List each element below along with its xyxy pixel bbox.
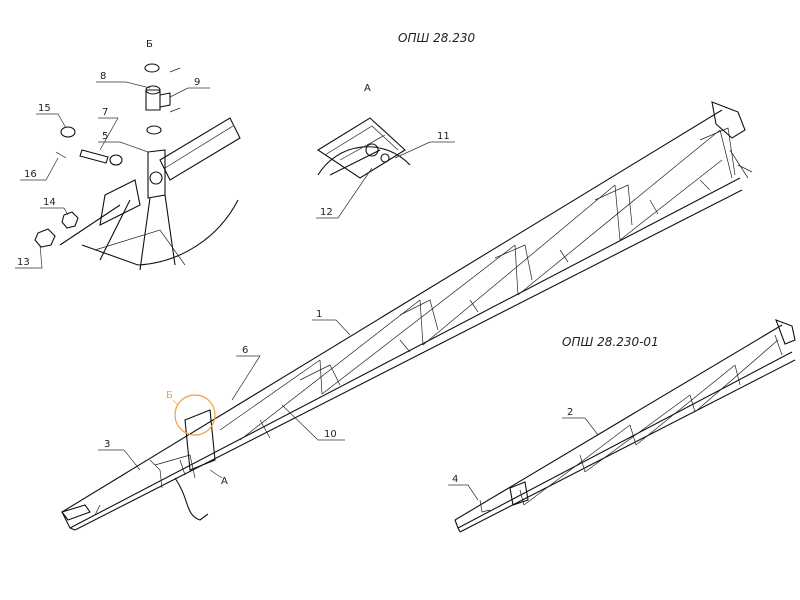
- detail-beam: [159, 117, 241, 181]
- boom-lattice-trusses: [299, 127, 736, 386]
- callout-9: 9: [194, 77, 200, 88]
- nut-14: [61, 211, 79, 229]
- callout-8: 8: [100, 71, 106, 82]
- callout-6: 6: [242, 345, 248, 356]
- washer-top: [144, 63, 160, 73]
- nut-13: [34, 228, 56, 248]
- variant-assembly-title: ОПШ 28.230-01: [562, 335, 659, 349]
- variant-hinge-block: [509, 481, 529, 506]
- callout-16: 16: [24, 169, 37, 180]
- washer-15: [60, 126, 76, 138]
- boom-hinge-block: [184, 409, 216, 471]
- hinge-pin: [145, 89, 161, 111]
- detail-b-label: Б: [146, 39, 153, 50]
- callout-4: 4: [452, 474, 458, 485]
- boom-diagonals: [219, 129, 723, 441]
- boom-hose: [174, 477, 209, 521]
- boom-tip: [61, 504, 91, 521]
- detail-view-b: Б: [34, 39, 241, 271]
- callout-15: 15: [38, 103, 51, 114]
- callout-7: 7: [102, 107, 108, 118]
- variant-boom: [454, 319, 796, 533]
- variant-diagonals: [523, 339, 779, 506]
- callout-14: 14: [43, 197, 56, 208]
- callouts: 1 2 3 4 5 6 7 8 9 10 11 12 13: [15, 71, 599, 501]
- callout-11: 11: [437, 131, 450, 142]
- boom-end-bracket: [711, 101, 746, 139]
- detail-a-marker-label: А: [221, 476, 228, 487]
- detail-bracket: [147, 149, 166, 199]
- callout-1: 1: [316, 309, 322, 320]
- detail-a-bolt: [365, 143, 379, 157]
- callout-3: 3: [104, 439, 110, 450]
- main-boom: [61, 101, 753, 531]
- boom-lattice-posts: [149, 129, 733, 489]
- callout-10: 10: [324, 429, 337, 440]
- axle-pin: [79, 149, 109, 164]
- callout-12: 12: [320, 207, 333, 218]
- main-assembly-title: ОПШ 28.230: [398, 31, 475, 45]
- detail-a-label: А: [364, 83, 371, 94]
- boom-top-chord: [61, 109, 723, 513]
- variant-end-bracket: [775, 319, 796, 345]
- variant-top-chord: [454, 324, 783, 521]
- detail-b-marker-circle: [174, 394, 216, 436]
- washer-bottom: [146, 125, 162, 135]
- callout-2: 2: [567, 407, 573, 418]
- callout-13: 13: [17, 257, 30, 268]
- variant-bottom-chord: [457, 351, 793, 529]
- detail-b-boundary: [137, 199, 239, 266]
- variant-lattice-posts: [519, 334, 783, 506]
- boom-bottom-chord: [69, 177, 741, 529]
- detail-view-a: А: [316, 83, 411, 179]
- callout-5: 5: [102, 131, 108, 142]
- detail-b-marker-label: Б: [166, 390, 173, 401]
